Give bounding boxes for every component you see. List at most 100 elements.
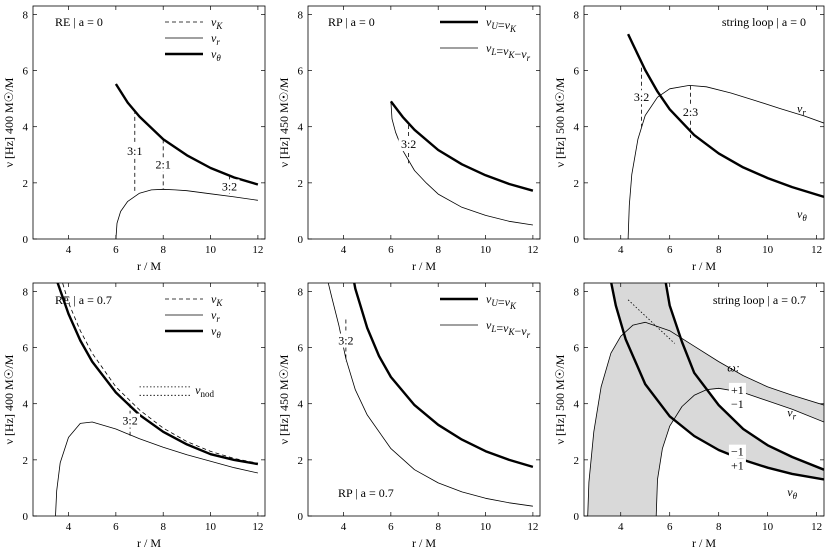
legend-label: νK xyxy=(211,15,223,31)
x-tick-label: 12 xyxy=(252,521,263,533)
x-tick-label: 4 xyxy=(341,521,347,533)
resonance-label: 3:2 xyxy=(338,334,353,348)
curve-label: νr xyxy=(787,405,796,421)
x-tick-label: 12 xyxy=(252,244,263,256)
y-tick-label: 6 xyxy=(574,66,580,78)
curve-label: νθ xyxy=(787,485,797,501)
y-tick-label: 8 xyxy=(574,286,580,298)
x-axis-label: r / M xyxy=(412,259,436,273)
x-tick-label: 8 xyxy=(160,521,166,533)
y-tick-label: 0 xyxy=(574,511,580,523)
y-tick-label: 2 xyxy=(298,455,304,467)
x-axis-label: r / M xyxy=(692,536,716,550)
x-tick-label: 4 xyxy=(341,244,347,256)
x-tick-label: 6 xyxy=(113,244,119,256)
y-tick-label: 4 xyxy=(574,399,580,411)
resonance-label: 2:1 xyxy=(156,157,171,171)
legend-label: νL=νK−νr xyxy=(486,41,531,63)
omega-label: +1 xyxy=(731,459,744,473)
series-line-1 xyxy=(56,283,259,466)
legend-label: νU=νK xyxy=(486,15,517,34)
omega-label-bg xyxy=(728,444,746,459)
y-tick-label: 6 xyxy=(298,343,304,355)
series-line-3 xyxy=(587,321,824,516)
series-line-1 xyxy=(353,283,534,469)
panel-title: RP | a = 0 xyxy=(328,15,375,29)
y-tick-label: 8 xyxy=(298,286,304,298)
series-line-4 xyxy=(655,387,824,516)
curve-label: νr xyxy=(797,102,806,118)
x-tick-label: 10 xyxy=(205,244,217,256)
y-tick-label: 4 xyxy=(23,122,29,134)
series-line-2 xyxy=(62,283,258,464)
series-line-1 xyxy=(610,283,824,481)
y-tick-label: 4 xyxy=(574,122,580,134)
x-tick-label: 8 xyxy=(716,521,722,533)
x-axis-label: r / M xyxy=(412,536,436,550)
x-axis-label: r / M xyxy=(137,536,161,550)
y-tick-label: 2 xyxy=(298,178,304,190)
y-tick-label: 4 xyxy=(23,399,29,411)
resonance-label: 3:2 xyxy=(634,90,649,104)
y-tick-label: 2 xyxy=(23,455,29,467)
plot-frame xyxy=(32,5,266,240)
panel-title: string loop | a = 0.7 xyxy=(713,293,806,307)
resonance-label-bg xyxy=(398,137,419,152)
series-line-1 xyxy=(389,100,534,192)
x-tick-label: 4 xyxy=(66,244,72,256)
x-tick-label: 10 xyxy=(205,521,217,533)
omega-label: −1 xyxy=(731,397,744,411)
y-tick-label: 8 xyxy=(23,9,29,21)
x-tick-label: 4 xyxy=(618,521,624,533)
y-axis-label: ν [Hz] 400 M☉/M xyxy=(2,77,16,167)
resonance-label-bg xyxy=(124,144,145,159)
y-tick-label: 2 xyxy=(574,455,580,467)
x-tick-label: 8 xyxy=(716,244,722,256)
y-tick-label: 8 xyxy=(23,286,29,298)
y-tick-label: 0 xyxy=(23,234,29,246)
x-tick-label: 6 xyxy=(667,244,673,256)
panel-title: RE | a = 0.7 xyxy=(55,293,112,307)
y-tick-label: 6 xyxy=(298,66,304,78)
x-tick-label: 12 xyxy=(811,521,822,533)
y-tick-label: 0 xyxy=(574,234,580,246)
resonance-label: 2:3 xyxy=(683,105,698,119)
y-tick-label: 6 xyxy=(23,66,29,78)
legend-label: νL=νK−νr xyxy=(486,318,531,340)
omega-label-bg xyxy=(728,458,746,473)
y-tick-label: 4 xyxy=(298,399,304,411)
y-axis-label: ν [Hz] 500 M☉/M xyxy=(553,354,567,444)
resonance-label-bg xyxy=(219,179,240,194)
legend-label: νU=νK xyxy=(486,292,517,311)
x-tick-label: 6 xyxy=(113,521,119,533)
resonance-label: 3:2 xyxy=(401,137,416,151)
x-tick-label: 4 xyxy=(618,244,624,256)
resonance-label-bg xyxy=(120,413,141,428)
resonance-label-bg xyxy=(631,90,652,105)
plot-frame xyxy=(307,282,541,517)
x-tick-label: 4 xyxy=(66,521,72,533)
y-tick-label: 4 xyxy=(298,122,304,134)
resonance-label: 3:1 xyxy=(127,144,142,158)
plot-frame xyxy=(307,5,541,240)
resonance-label: 3:2 xyxy=(122,414,137,428)
x-tick-label: 6 xyxy=(388,244,394,256)
panel-title: RP | a = 0.7 xyxy=(338,486,394,500)
x-tick-label: 12 xyxy=(527,244,538,256)
curve-label: νθ xyxy=(797,207,807,223)
y-tick-label: 0 xyxy=(298,234,304,246)
legend-label: νθ xyxy=(211,324,221,340)
resonance-label-bg xyxy=(680,104,701,119)
x-tick-label: 6 xyxy=(667,521,673,533)
resonance-label-bg xyxy=(335,333,356,348)
y-tick-label: 8 xyxy=(298,9,304,21)
series-line-3 xyxy=(55,421,258,516)
y-tick-label: 6 xyxy=(23,343,29,355)
y-axis-label: ν [Hz] 450 M☉/M xyxy=(277,354,291,444)
legend-label: νr xyxy=(211,308,220,324)
legend-label: νK xyxy=(211,292,223,308)
